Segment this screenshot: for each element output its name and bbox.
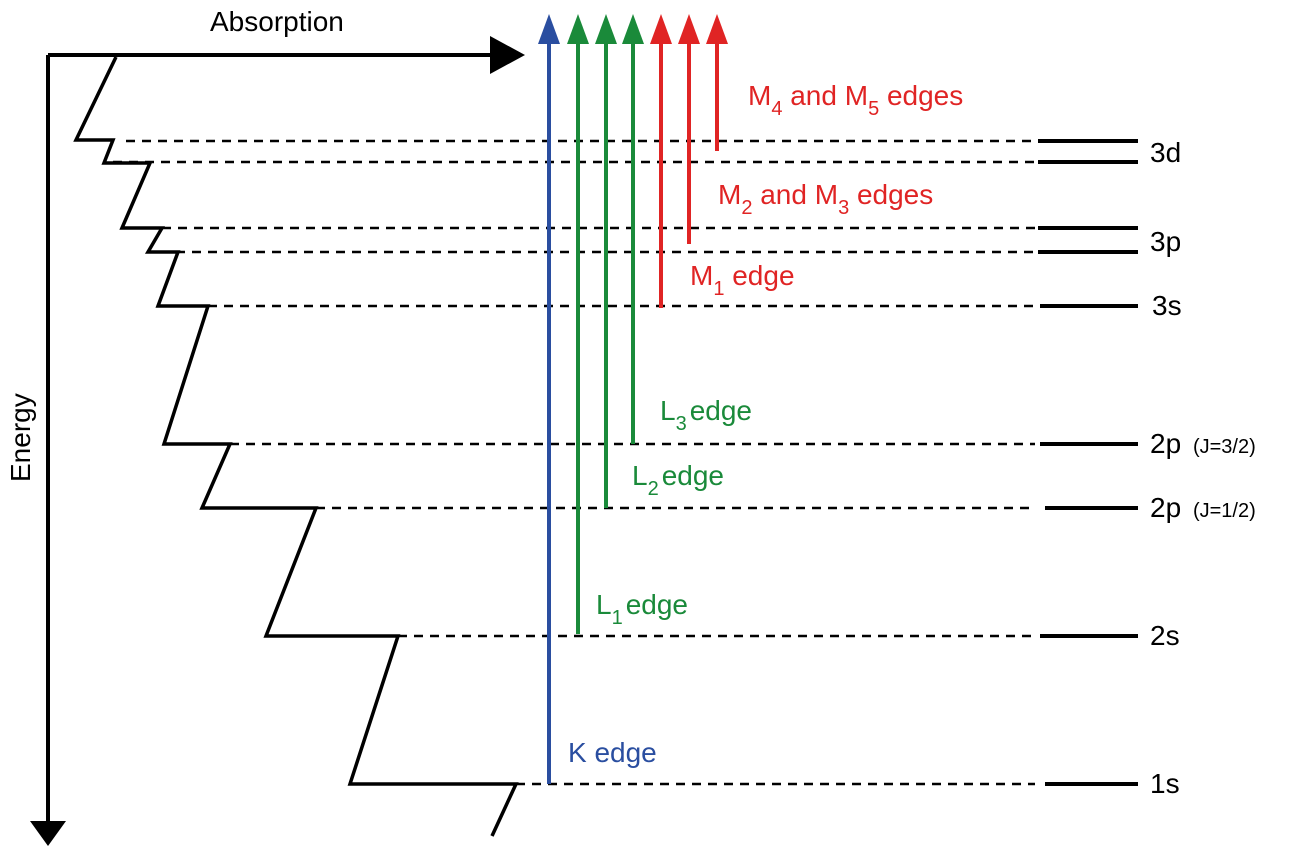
edge-label-m23: M2 and M3 edges <box>718 179 933 219</box>
arrowhead-l3 <box>622 14 644 44</box>
edge-label-m1: M1 edge <box>690 260 795 300</box>
arrowhead-m45 <box>706 14 728 44</box>
absorption-axis-label: Absorption <box>210 6 344 37</box>
level-label-3p: 3p <box>1150 226 1181 257</box>
arrowhead-m1 <box>650 14 672 44</box>
level-label-3d: 3d <box>1150 137 1181 168</box>
level-label-2p12-main: 2p <box>1150 492 1181 523</box>
level-label-2p32-main: 2p <box>1150 428 1181 459</box>
absorption-axis-arrowhead <box>490 36 525 74</box>
level-label-2p32: 2p (J=3/2) <box>1150 428 1256 459</box>
level-label-1s: 1s <box>1150 768 1180 799</box>
level-label-2s: 2s <box>1150 620 1180 651</box>
level-label-2p12: 2p (J=1/2) <box>1150 492 1256 523</box>
arrowhead-k <box>538 14 560 44</box>
energy-levels <box>113 139 1138 786</box>
transition-arrows <box>538 14 728 784</box>
energy-axis-label: Energy <box>5 393 36 482</box>
absorption-curve <box>73 56 519 837</box>
arrowhead-m23 <box>678 14 700 44</box>
axes: Absorption Energy <box>5 6 525 846</box>
level-labels: 3d 3p 3s 2p (J=3/2) 2p (J=1/2) 2s 1s <box>1150 137 1256 799</box>
arrowhead-l1 <box>567 14 589 44</box>
edge-label-k: K edge <box>568 737 657 768</box>
level-label-2p12-qualifier: (J=1/2) <box>1193 500 1256 522</box>
level-label-2p32-qualifier: (J=3/2) <box>1193 436 1256 458</box>
edge-label-m45: M4 and M5 edges <box>748 80 963 120</box>
level-label-3s: 3s <box>1152 290 1182 321</box>
energy-axis-arrowhead <box>30 821 66 846</box>
arrowhead-l2 <box>595 14 617 44</box>
